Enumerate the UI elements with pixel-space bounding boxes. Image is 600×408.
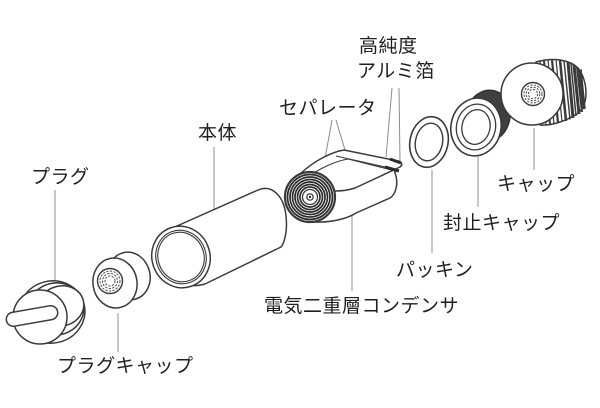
plug-cap-threaded-hole	[96, 267, 124, 295]
foil-leader-line-2	[398, 87, 401, 163]
label-plug-cap: プラグキャップ	[57, 355, 194, 377]
foil-leader-line-1	[385, 87, 393, 158]
foil-edge-1	[389, 157, 402, 165]
plug-part	[5, 280, 86, 345]
body-tube-opening	[151, 225, 211, 289]
label-separator: セパレータ	[279, 97, 377, 119]
label-capacitor: 電気二重層コンデンサ	[264, 295, 459, 317]
cap-part	[500, 58, 587, 126]
label-packing: パッキン	[396, 259, 473, 281]
cap-threaded-hole	[520, 81, 546, 107]
foil-edge-2	[384, 165, 400, 173]
label-body: 本体	[198, 122, 237, 144]
seal-cap-part	[450, 89, 511, 157]
roll-front-face	[283, 170, 337, 224]
labels: プラグ 本体 セパレータ 高純度 アルミ箔 キャップ 封止キャップ パッキン 電…	[31, 35, 575, 377]
plug-cap-part	[92, 251, 151, 309]
plug-pin	[5, 304, 59, 328]
label-seal-cap: 封止キャップ	[443, 212, 560, 234]
label-foil-line1: 高純度	[359, 35, 418, 57]
body-tube-part	[151, 187, 288, 289]
wound-element-part	[283, 149, 403, 224]
label-cap: キャップ	[497, 173, 575, 195]
label-foil-line2: アルミ箔	[357, 60, 435, 82]
leader-lines	[54, 87, 535, 352]
label-plug: プラグ	[31, 166, 90, 188]
packing-part	[408, 115, 450, 169]
